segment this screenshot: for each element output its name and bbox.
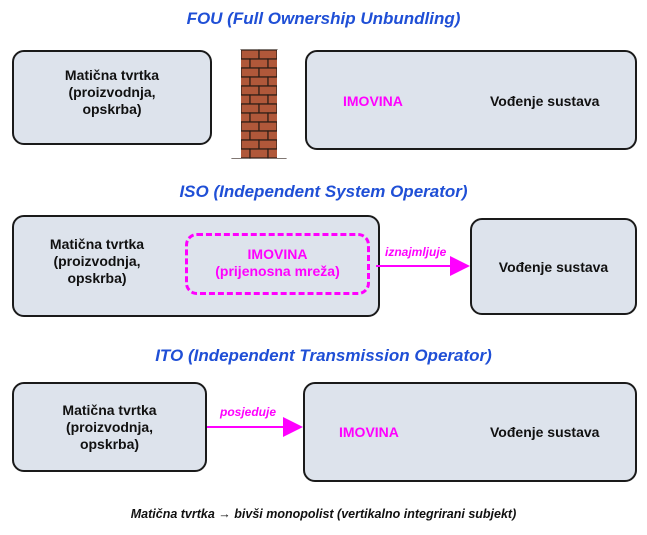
parent-line-3: opskrba) — [67, 270, 127, 286]
fou-tso-box — [305, 50, 637, 150]
iso-asset-box: IMOVINA (prijenosna mreža) — [185, 233, 370, 295]
ito-parent-label: Matična tvrtka (proizvodnja, opskrba) — [12, 402, 207, 453]
footer-note: Matična tvrtka → bivši monopolist (verti… — [130, 507, 517, 521]
parent-line-3: opskrba) — [82, 101, 142, 117]
parent-line-3: opskrba) — [79, 436, 140, 452]
ito-parent-box — [12, 382, 207, 472]
fou-parent-label: Matična tvrtka (proizvodnja, opskrba) — [12, 67, 212, 118]
iso-tso-box — [470, 218, 637, 315]
parent-line-2: (proizvodnja, — [53, 253, 141, 269]
fou-parent-box — [12, 50, 212, 145]
ito-asset-label: IMOVINA — [339, 424, 399, 440]
ito-arrow-label: posjeduje — [220, 405, 277, 419]
parent-line-1: Matična tvrtka — [64, 67, 160, 83]
iso-asset-label: IMOVINA — [247, 246, 308, 262]
parent-line-2: (proizvodnja, — [68, 84, 156, 100]
parent-line-1: Matična tvrtka — [49, 236, 145, 252]
fou-asset-label: IMOVINA — [343, 93, 403, 109]
iso-asset-sublabel: (prijenosna mreža) — [215, 263, 340, 279]
ito-title: ITO (Independent Transmission Operator) — [155, 346, 492, 365]
parent-line-1: Matična tvrtka — [62, 402, 157, 418]
iso-operation-label: Vođenje sustava — [498, 259, 609, 275]
parent-line-2: (proizvodnja, — [65, 419, 154, 435]
iso-arrow-label: iznajmljuje — [385, 245, 447, 259]
iso-parent-label: Matična tvrtka (proizvodnja, opskrba) — [32, 236, 162, 287]
ito-tso-box — [303, 382, 637, 482]
iso-title: ISO (Independent System Operator) — [179, 182, 468, 201]
fou-title: FOU (Full Ownership Unbundling) — [186, 9, 461, 28]
fou-operation-label: Vođenje sustava — [490, 93, 600, 109]
ito-operation-label: Vođenje sustava — [490, 424, 600, 440]
